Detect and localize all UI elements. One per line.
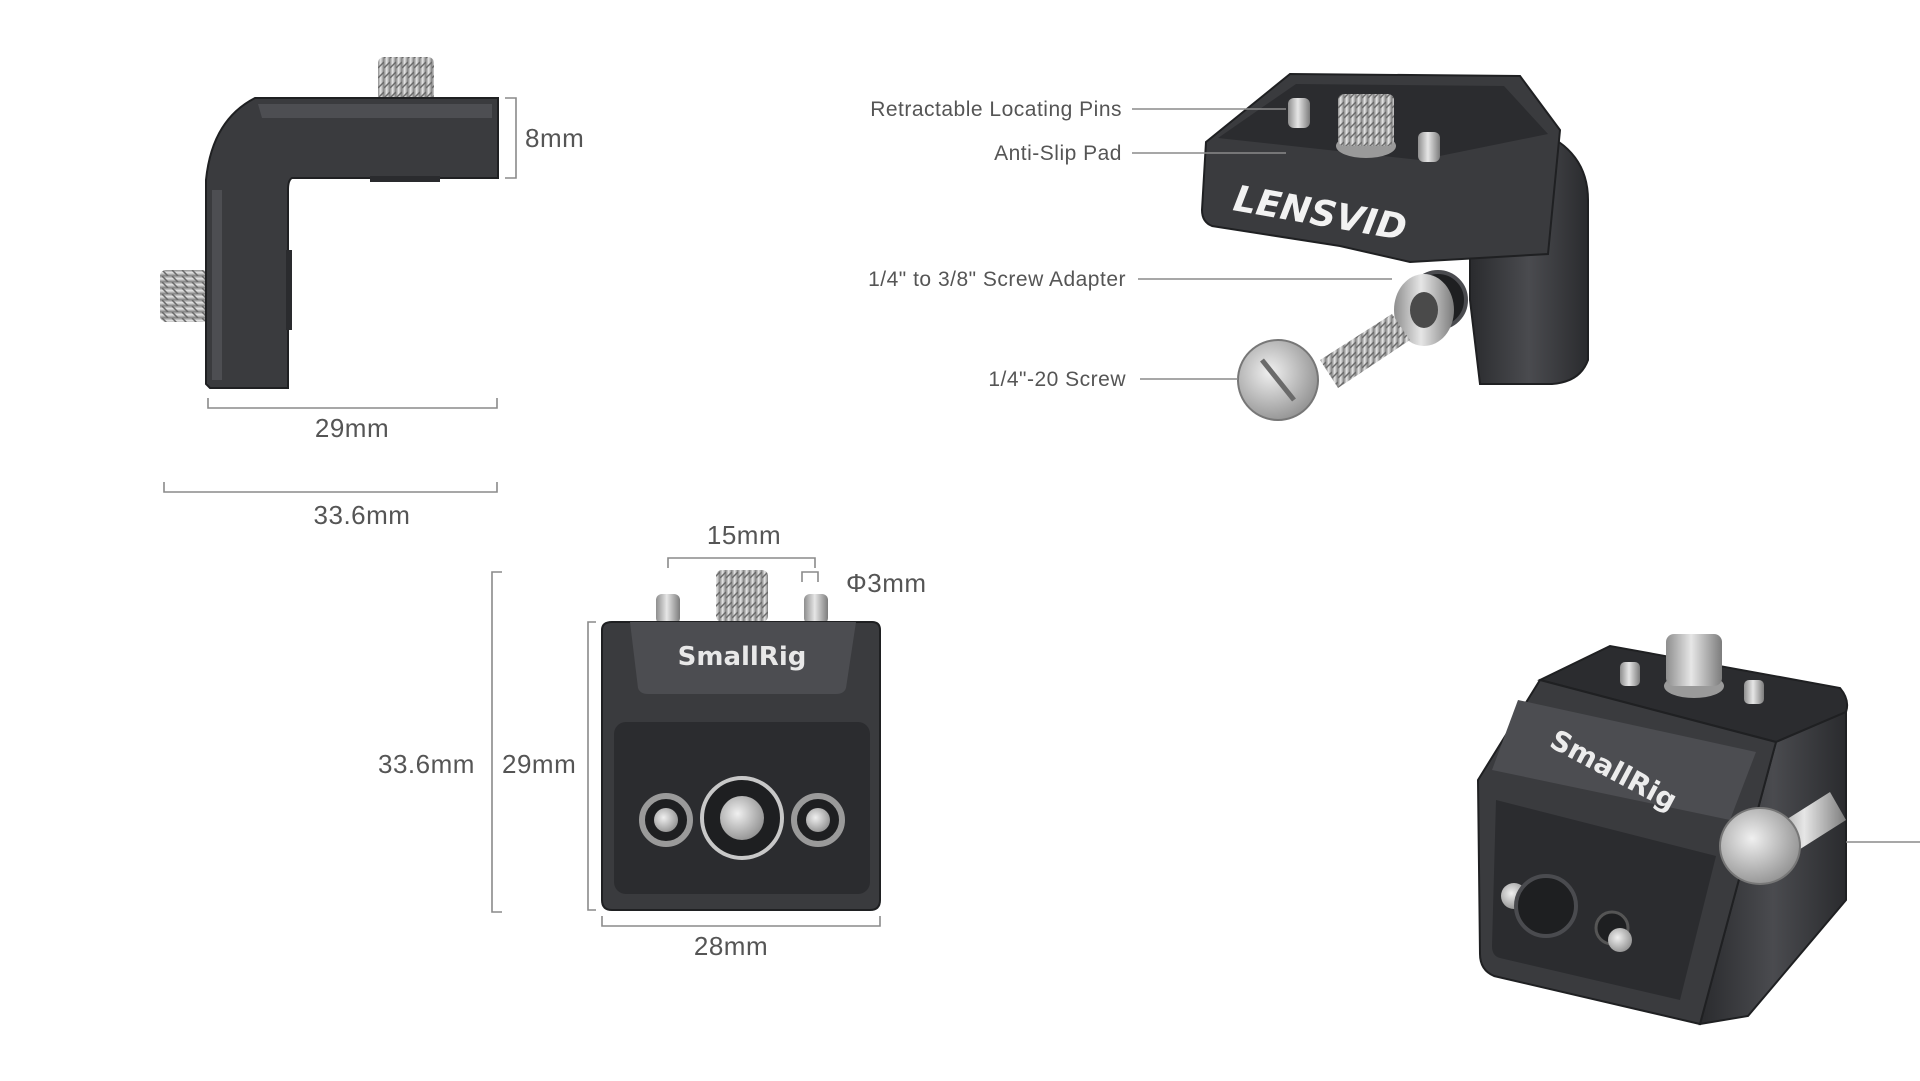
dim-side-total-width: 33.6mm bbox=[314, 500, 411, 530]
dim-side-inner-width: 29mm bbox=[315, 413, 389, 443]
dim-front-inner-height: 29mm bbox=[502, 749, 576, 779]
callout-screw-adapter: 1/4" to 3/8" Screw Adapter bbox=[868, 268, 1126, 291]
dim-line-vert-29mm bbox=[587, 621, 596, 911]
dim-line-28mm bbox=[601, 916, 881, 927]
screw-shaft-icon bbox=[1320, 314, 1410, 388]
dim-front-width: 28mm bbox=[694, 931, 768, 961]
iso-view-top: LENSVID Retractable Locating Pins Anti-S… bbox=[868, 72, 1589, 421]
locating-pin-icon bbox=[1288, 98, 1310, 128]
side-screw-icon bbox=[160, 270, 208, 322]
side-view: 8mm 29mm 33.6mm bbox=[160, 57, 584, 530]
center-screw-icon bbox=[716, 570, 768, 622]
callout-screw: 1/4"-20 Screw bbox=[988, 368, 1126, 391]
pin-right-icon bbox=[804, 594, 828, 624]
dim-side-height: 8mm bbox=[525, 123, 584, 153]
l-bracket-body bbox=[205, 97, 499, 389]
dim-line-8mm bbox=[505, 97, 517, 179]
dim-line-29mm bbox=[207, 398, 498, 409]
front-brand-logo: SmallRig bbox=[678, 642, 807, 672]
dim-line-33-6mm bbox=[163, 482, 498, 493]
dim-line-phi3mm bbox=[801, 571, 819, 582]
top-screw-icon bbox=[378, 57, 434, 101]
dim-pin-spacing: 15mm bbox=[707, 520, 781, 550]
callout-locating-pins: Retractable Locating Pins bbox=[870, 98, 1122, 121]
dim-line-vert-33-6mm bbox=[491, 571, 502, 913]
iso-view-bottom: SmallRig bbox=[1476, 634, 1920, 1026]
iso-bottom-screw-icon bbox=[1666, 634, 1722, 686]
iso-bottom-thumb-screw-icon bbox=[1719, 807, 1801, 885]
dim-pin-diameter: Φ3mm bbox=[846, 568, 927, 598]
locating-pin-icon-2 bbox=[1418, 132, 1440, 162]
dim-front-total-height: 33.6mm bbox=[378, 749, 475, 779]
callout-anti-slip: Anti-Slip Pad bbox=[994, 142, 1122, 165]
pin-left-icon bbox=[656, 594, 680, 624]
iso-top-screw-icon bbox=[1338, 94, 1394, 146]
dim-line-15mm bbox=[667, 557, 816, 568]
front-view: SmallRig 15mm Φ3mm 33.6mm 29mm 28mm bbox=[378, 520, 927, 961]
